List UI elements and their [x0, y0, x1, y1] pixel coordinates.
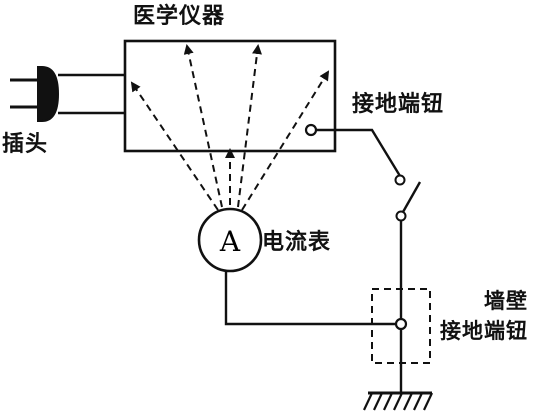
- ground-lead-wire: [316, 128, 402, 177]
- switch-blade: [401, 181, 422, 213]
- ground-symbol-icon: [363, 391, 433, 411]
- wall-grounding-terminal-label: 接地端钮: [440, 319, 528, 343]
- leakage-path: [183, 44, 223, 208]
- ammeter-symbol: A: [219, 225, 241, 258]
- switch-contact-top: [394, 174, 406, 186]
- leakage-path: [237, 44, 262, 208]
- ammeter-icon: [197, 207, 263, 273]
- plug-icon: [10, 66, 125, 122]
- leakage-path: [130, 81, 219, 211]
- wall-label: 墙壁: [484, 289, 528, 313]
- instrument-box: [123, 39, 337, 153]
- grounding-terminal-label: 接地端钮: [352, 92, 445, 117]
- instrument-ground-terminal: [304, 123, 318, 137]
- leakage-path: [241, 70, 330, 211]
- switch-contact-bottom: [395, 210, 407, 222]
- wall-ground-terminal: [394, 317, 408, 331]
- instrument-label: 医学仪器: [133, 4, 226, 29]
- ammeter-to-wall-wire: [224, 271, 396, 326]
- plug-label: 插头: [2, 132, 49, 157]
- ammeter-label: 电流表: [262, 230, 332, 255]
- leakage-current-paths: [130, 44, 330, 211]
